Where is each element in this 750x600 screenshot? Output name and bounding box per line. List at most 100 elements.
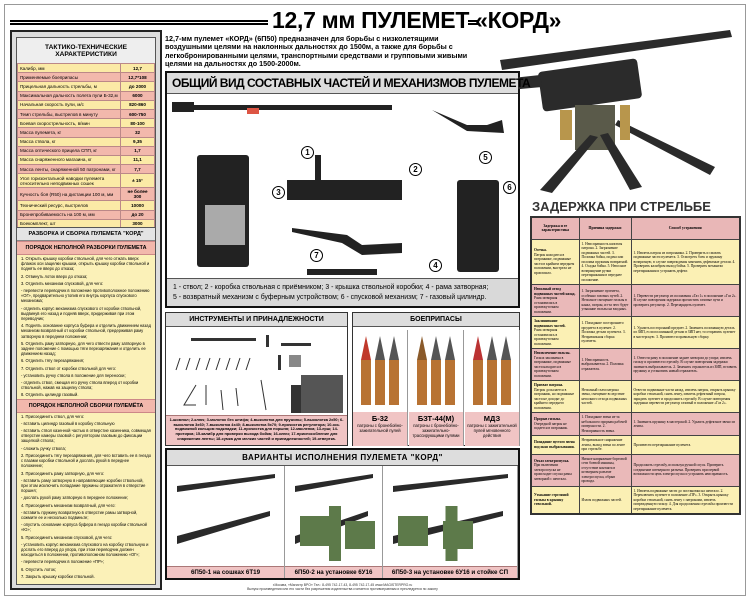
variants-panel: ВАРИАНТЫ ИСПОЛНЕНИЯ ПУЛЕМЕТА "КОРД" 6П50… <box>165 448 520 580</box>
delay-type: Прихват патрона.Патрон досылается в патр… <box>530 380 580 413</box>
ttx-param: Прицельная дальность стрельбы, м <box>17 81 121 92</box>
ttx-value: не более 300 <box>120 186 155 202</box>
ttx-row: Угол горизонтальной наводки пулемета отн… <box>17 173 155 188</box>
ammo-name: Б-32 <box>371 414 389 423</box>
return-mechanism-part <box>432 110 504 133</box>
delay-desc: Очередной патрон не подается в патронник… <box>534 421 569 431</box>
step-text: - вставить ствол казенной частью в отвер… <box>21 428 151 444</box>
delay-row: Прихват патрона.Патрон досылается в патр… <box>530 380 741 413</box>
disassembly-title: РАЗБОРКА И СБОРКА ПУЛЕМЕТА "КОРД" <box>17 228 155 241</box>
step-text: 8. Отделить цилиндр газовый. <box>21 392 79 398</box>
step-text: - отделить корпус механизма спускового о… <box>21 305 142 322</box>
ammo-title: БОЕПРИПАСЫ <box>353 313 519 327</box>
ttx-value: 12,7*108 <box>120 72 155 83</box>
step-text: - отделить ствол, смещая его ручку ствол… <box>21 380 139 391</box>
ammo-desc: патроны с бронебойно-зажигательной пулей <box>357 423 403 433</box>
general-view-title: ОБЩИЙ ВИД СОСТАВНЫХ ЧАСТЕЙ И МЕХАНИЗМОВ … <box>167 73 531 94</box>
ttx-value: 9,35 <box>120 136 155 147</box>
delay-type: Неполный отход подвижных частей назад.Ра… <box>530 284 580 317</box>
callout-6: 6 <box>503 181 516 194</box>
ttx-param: Масса оптического прицела СПП, кг <box>17 145 121 156</box>
ttx-value: 10000 <box>120 200 155 211</box>
ttx-param: Масса ствола, кг <box>17 136 121 147</box>
delay-fix: 1. Отвести раму в положение заднее затво… <box>630 348 741 381</box>
footer-line: г.Москва, «Магистр ВРО» Тел.: 8-495 742-… <box>272 583 413 587</box>
ttx-value: 32 <box>120 127 155 138</box>
ttx-title: ТАКТИКО-ТЕХНИЧЕСКИЕ ХАРАКТЕРИСТИКИ <box>17 38 155 63</box>
step-text: 5. Отделить раму затворную, для чего отв… <box>21 340 146 357</box>
machine-gun-photo <box>495 30 732 193</box>
delay-fix: Отвести подвижные части назад, извлечь п… <box>630 380 741 413</box>
step-text: - перевести переводчик в положение проти… <box>21 288 150 304</box>
callout-7: 7 <box>310 249 323 262</box>
step-text: - вставить раму затворную в направляющие… <box>21 477 146 494</box>
variant-item: 6П50-2 на установке 6У16 <box>285 466 383 578</box>
ammo-item: БЗТ-44(М)патроны с бронебойно-зажигатель… <box>409 330 464 446</box>
step-text: 7. Закрыть крышку коробки ствольной. <box>21 573 95 579</box>
variant-caption: 6П50-1 на сошках 6Т19 <box>167 566 284 578</box>
delay-desc: Рама затворная остановилась в промежуточ… <box>534 296 559 314</box>
delays-title: ЗАДЕРЖКА ПРИ СТРЕЛЬБЕ <box>532 199 711 214</box>
ammo-desc: патроны с бронебойно-зажигательно-трасси… <box>412 423 460 438</box>
variant-caption: 6П50-3 на установке 6У16 и стойке СП <box>383 566 517 578</box>
step-text: 2. Отвинуть лоток вверх до отказа; <box>21 273 88 279</box>
delay-fix: 1. Извлечь подвижные части до постановки… <box>630 485 741 515</box>
delay-cause: Неполный съем патрона звена, смещение вс… <box>578 380 632 413</box>
ttx-param: Калибр, мм <box>17 62 121 74</box>
left-column: ТАКТИКО-ТЕХНИЧЕСКИЕ ХАРАКТЕРИСТИКИ Калиб… <box>10 30 162 590</box>
ttx-param: Масса ленты, снаряженной 50 патронами, к… <box>17 164 121 175</box>
ammo-name: МДЗ <box>483 414 501 423</box>
ttx-row: Масса ленты, снаряженной 50 патронами, к… <box>17 164 155 175</box>
delay-type: Неизвлечение гильзы.Гильза заклинена в п… <box>530 348 580 381</box>
delay-name: Прорыв гильзы. <box>534 417 562 422</box>
ttx-param: Бронепробиваемость на 100 м, мм <box>17 209 121 220</box>
delay-desc: Рама затворная остановилась в промежуточ… <box>534 328 559 346</box>
delay-cause: 1. Неисправность капсюля патрона. 2. Заг… <box>578 238 632 285</box>
ammo-caption: БЗТ-44(М)патроны с бронебойно-зажигатель… <box>409 412 463 446</box>
delay-type: Заклинивание подвижных частей.Рама затво… <box>530 316 580 349</box>
step-text: 6. Опустить лоток; <box>21 566 56 572</box>
delay-cause: Излом подвижных частей. <box>578 485 632 515</box>
step-text: - вставить цилиндр газовый в коробку ств… <box>21 420 115 426</box>
delay-name: Прихват патрона. <box>534 383 564 387</box>
ttx-value: 6000 <box>120 90 155 101</box>
delay-name: Отказ электроспуска. <box>534 458 570 463</box>
partial-disassembly-steps: 1. Открыть крышку коробки ствольной, для… <box>17 255 155 399</box>
ttx-table-panel: ТАКТИКО-ТЕХНИЧЕСКИЕ ХАРАКТЕРИСТИКИ Калиб… <box>16 37 156 230</box>
tools-panel: ИНСТРУМЕНТЫ И ПРИНАДЛЕЖНОСТИ 1-шомпол; 2… <box>165 312 348 446</box>
variant-item: 6П50-3 на установке 6У16 и стойке СП <box>383 466 518 578</box>
step-text: 1. Открыть крышку коробки ствольной, для… <box>21 256 150 272</box>
delay-fix: Продолжить стрельбу, используя ручной сп… <box>630 453 741 487</box>
tools-caption: 1-шомпол; 2-ключ; 3-молоток без штифа; 4… <box>166 415 347 445</box>
parts-illustration <box>172 102 504 275</box>
delay-fix: 1. Перевести регулятор из положения «Газ… <box>630 284 741 317</box>
footer-line: Выпуск произведения или его части без ра… <box>247 587 438 592</box>
variant-image <box>177 474 275 544</box>
ammo-name: БЗТ-44(М) <box>417 414 455 423</box>
step-text: 4. Поднять основание корпуса буфера и от… <box>21 323 151 339</box>
ttx-param: Кучность боя (R50) на дистанции 100 м, м… <box>17 186 121 202</box>
step-text: - сложить ручку ствола; <box>21 445 66 451</box>
delay-row: Попадание пустого звена под окно выбрасы… <box>530 435 741 455</box>
step-text: 1. Присоединить ствол, для чего: <box>21 413 85 419</box>
ttx-value: до 20 <box>120 209 155 220</box>
step-text: 7. Отделить ствол от коробки ствольной д… <box>21 365 117 371</box>
step-text: 4. Присоединить механизм возвратный, для… <box>21 502 116 508</box>
callout-4: 4 <box>429 259 442 272</box>
delay-type: Попадание пустого звена под окно выбрасы… <box>530 435 580 455</box>
trigger-mechanism-part <box>457 180 499 272</box>
ttx-param: Максимальная дальность полета пули Б-32,… <box>17 90 121 101</box>
title-rule <box>468 20 478 25</box>
delay-row: Утыкание стреляной гильзы в крышку ствол… <box>530 485 741 515</box>
receiver-part <box>287 180 402 200</box>
general-view-panel: ОБЩИЙ ВИД СОСТАВНЫХ ЧАСТЕЙ И МЕХАНИЗМОВ … <box>165 71 531 308</box>
